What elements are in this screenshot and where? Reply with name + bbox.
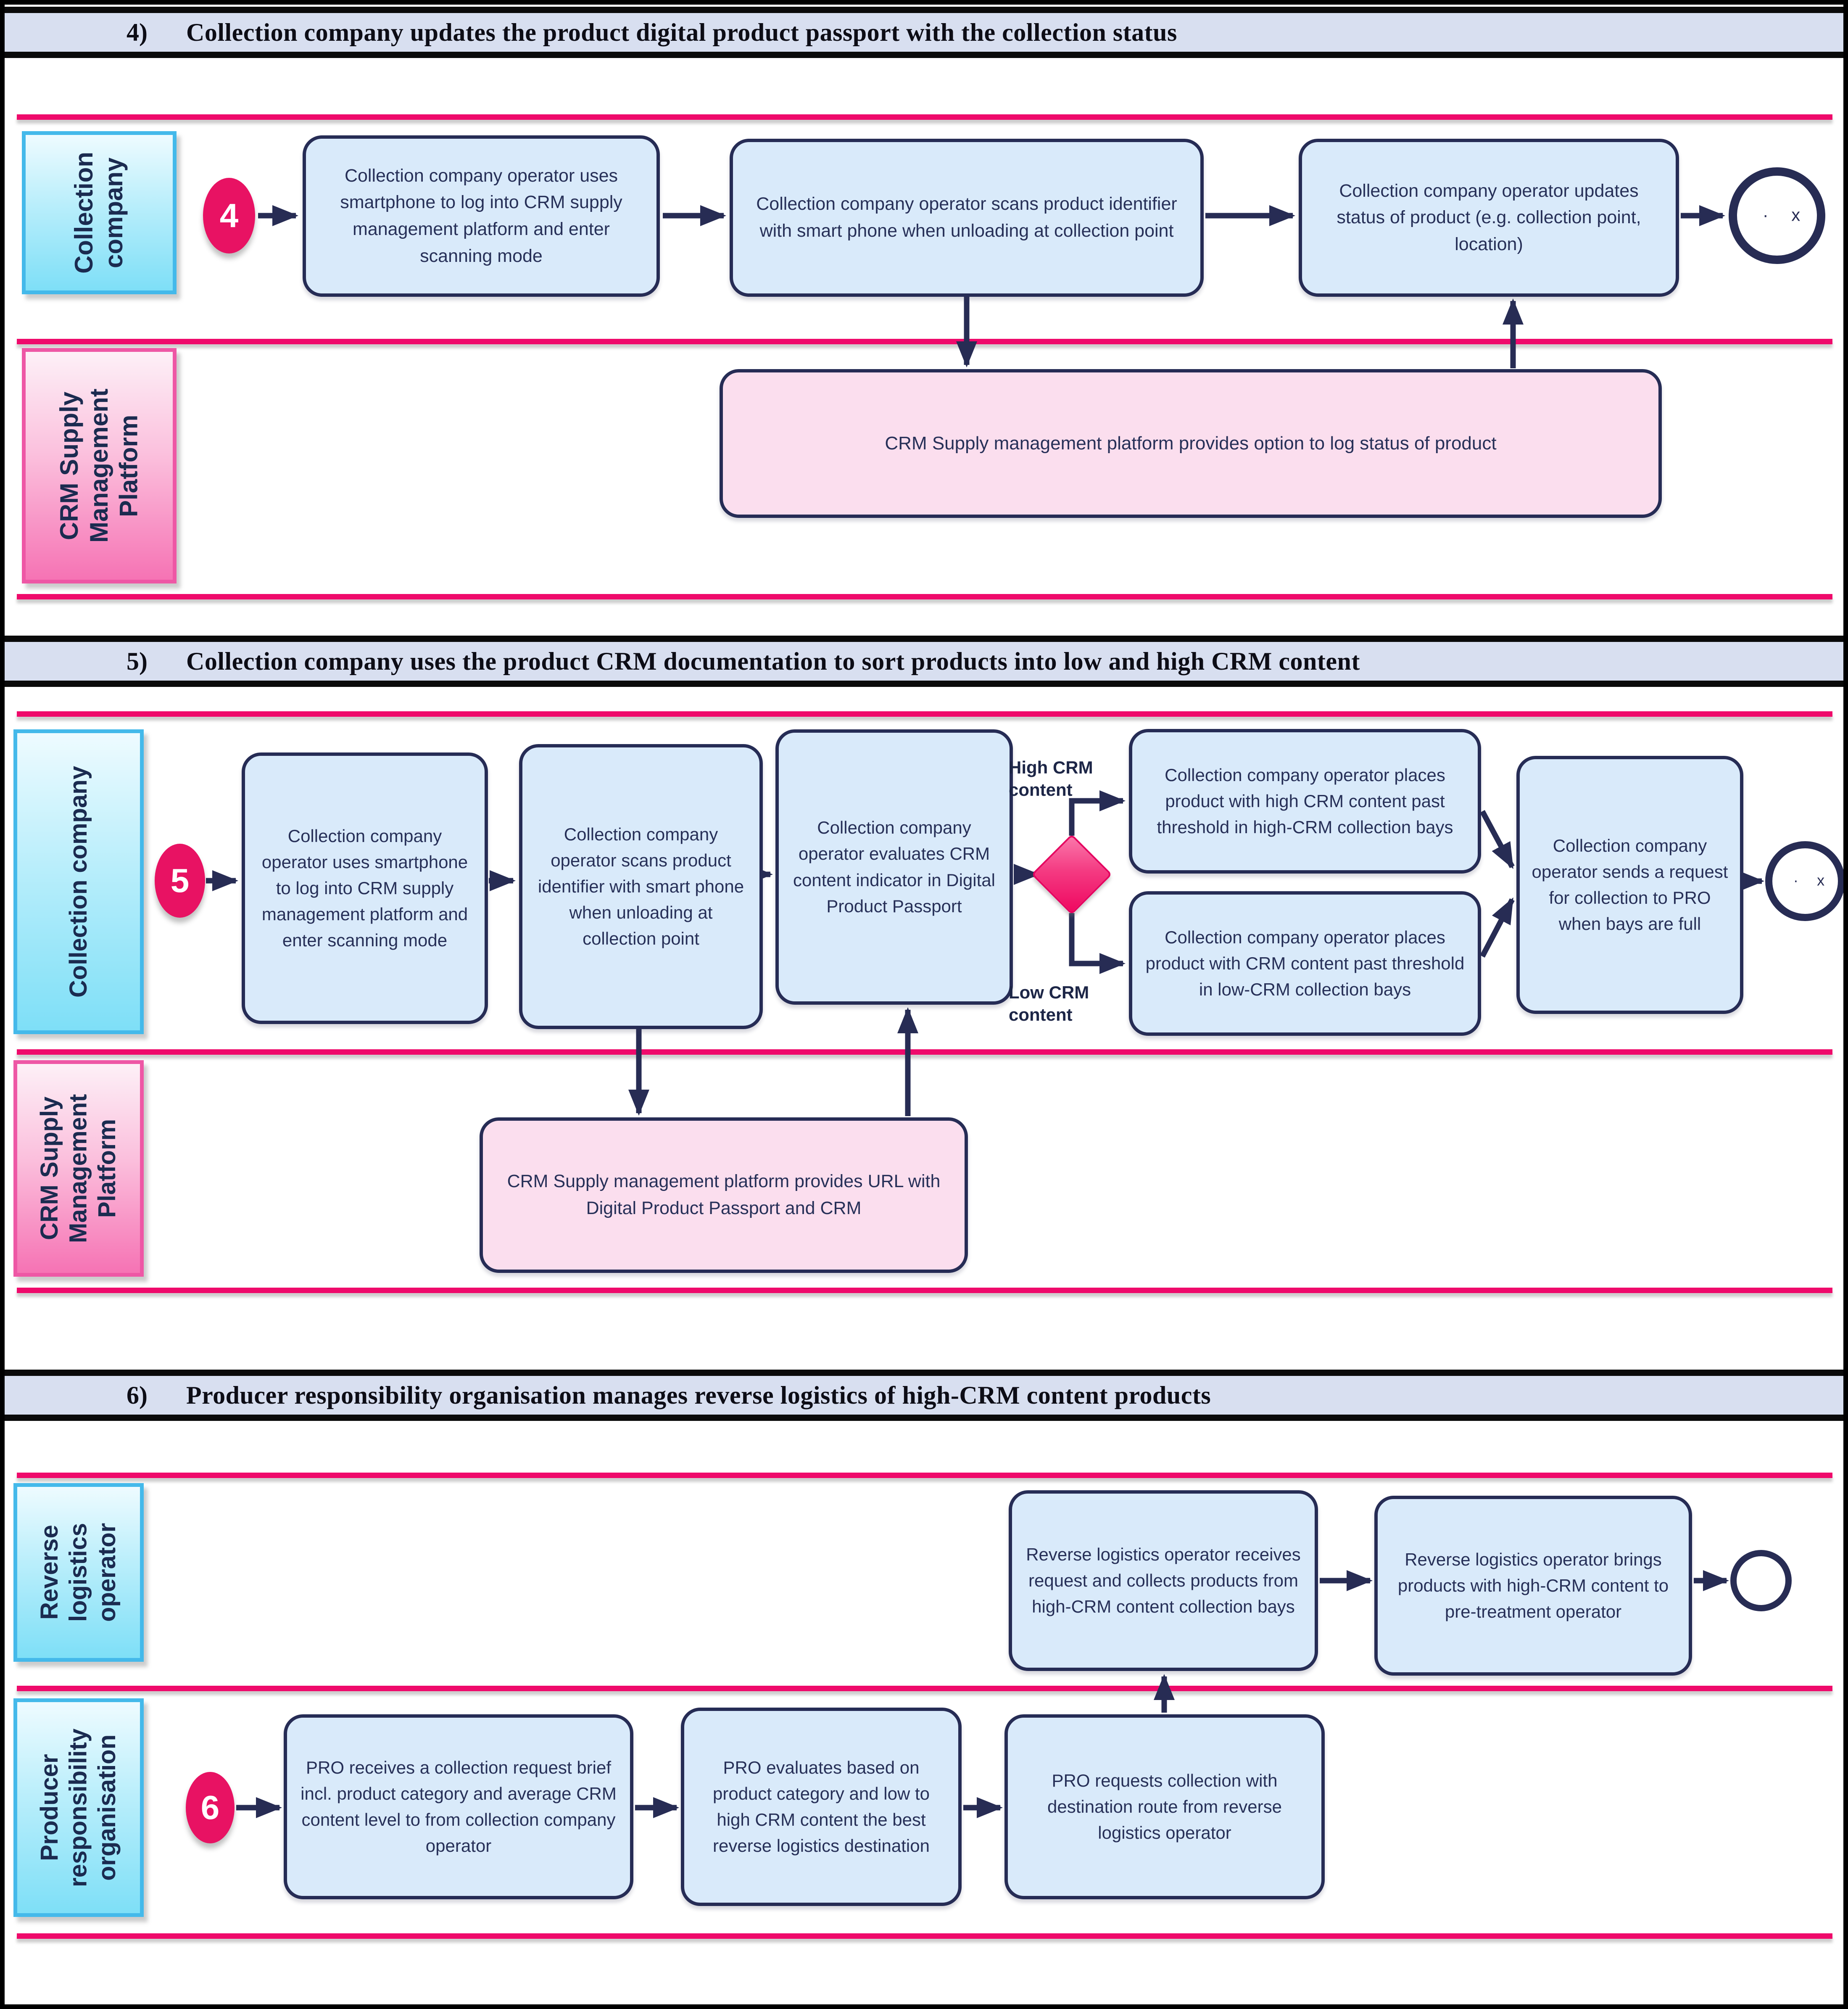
task-log-into-platform-s5: Collection company operator uses smartph… xyxy=(242,752,488,1024)
start-event-5: 5 xyxy=(155,844,205,918)
task-text: Collection company operator uses smartph… xyxy=(340,165,622,266)
end-event-x: x xyxy=(1817,871,1825,889)
task-text: Collection company operator places produ… xyxy=(1157,765,1453,837)
task-text: Collection company operator scans produc… xyxy=(538,824,744,949)
lane-separator xyxy=(17,114,1832,120)
lane-label-text: Collection company xyxy=(70,152,128,274)
lane-label-text: CRM Supply Management Platform xyxy=(36,1094,121,1243)
task-send-request-pro-s5: Collection company operator sends a requ… xyxy=(1516,756,1743,1014)
task-pro-evaluates-destination: PRO evaluates based on product category … xyxy=(681,1708,962,1906)
lane-label-text: Collection company xyxy=(64,766,92,998)
lane-separator xyxy=(17,1933,1832,1939)
lane-separator xyxy=(17,339,1832,344)
task-platform-provides-url-s5: CRM Supply management platform provides … xyxy=(480,1117,968,1273)
task-rl-receives-request: Reverse logistics operator receives requ… xyxy=(1009,1490,1318,1671)
lane-label-producer-responsibility-organisation: Producer responsibility organisation xyxy=(13,1698,144,1917)
lane-label-collection-company-s4: Collection company xyxy=(22,131,177,294)
task-text: CRM Supply management platform provides … xyxy=(507,1171,941,1218)
task-scan-identifier-s4: Collection company operator scans produc… xyxy=(730,139,1204,297)
lane-label-crm-platform-s4: CRM Supply Management Platform xyxy=(22,348,177,583)
lane-separator xyxy=(17,711,1832,717)
lane-separator xyxy=(17,1473,1832,1478)
task-place-high-crm-s5: Collection company operator places produ… xyxy=(1129,729,1481,874)
task-text: PRO evaluates based on product category … xyxy=(713,1757,930,1856)
task-update-status-s4: Collection company operator updates stat… xyxy=(1299,139,1679,297)
lane-label-text: Producer responsibility organisation xyxy=(36,1728,121,1887)
task-text: Collection company operator sends a requ… xyxy=(1532,835,1728,934)
task-text: CRM Supply management platform provides … xyxy=(885,433,1497,454)
task-scan-identifier-s5: Collection company operator scans produc… xyxy=(519,744,763,1029)
task-text: Reverse logistics operator receives requ… xyxy=(1026,1544,1301,1617)
section5-title: Collection company uses the product CRM … xyxy=(186,647,1360,675)
section4-number: 4) xyxy=(127,18,148,46)
end-event-s6 xyxy=(1730,1550,1792,1611)
lane-separator xyxy=(17,1686,1832,1691)
task-text: Collection company operator places produ… xyxy=(1145,927,1465,1000)
end-event-x: x xyxy=(1791,205,1801,225)
section6-title: Producer responsibility organisation man… xyxy=(186,1381,1211,1409)
lane-label-text: CRM Supply Management Platform xyxy=(55,388,143,543)
task-text: Collection company operator evaluates CR… xyxy=(793,818,995,916)
task-text: Collection company operator updates stat… xyxy=(1337,180,1641,254)
end-event-dot: · xyxy=(1793,871,1798,889)
task-platform-log-status-s4: CRM Supply management platform provides … xyxy=(720,369,1662,518)
section4-title-band: 4) Collection company updates the produc… xyxy=(5,7,1843,58)
start-event-number: 5 xyxy=(170,862,190,899)
task-evaluate-crm-indicator-s5: Collection company operator evaluates CR… xyxy=(775,729,1013,1005)
section5-title-band: 5) Collection company uses the product C… xyxy=(5,636,1843,687)
lane-separator xyxy=(17,594,1832,599)
lane-separator xyxy=(17,1288,1832,1293)
lane-label-reverse-logistics-operator: Reverse logistics operator xyxy=(13,1483,144,1662)
section6-title-band: 6) Producer responsibility organisation … xyxy=(5,1370,1843,1421)
task-log-into-platform-s4: Collection company operator uses smartph… xyxy=(303,135,660,297)
task-text: Collection company operator uses smartph… xyxy=(261,826,468,950)
section4-title: Collection company updates the product d… xyxy=(186,18,1177,46)
gateway-label-high: High CRM content xyxy=(1009,758,1093,800)
task-rl-brings-products: Reverse logistics operator brings produc… xyxy=(1374,1496,1692,1676)
lane-separator xyxy=(17,1049,1832,1055)
task-text: Collection company operator scans produc… xyxy=(756,194,1177,241)
start-event-4: 4 xyxy=(203,178,255,253)
section6-number: 6) xyxy=(127,1381,148,1409)
task-text: Reverse logistics operator brings produc… xyxy=(1397,1549,1669,1622)
task-text: PRO receives a collection request brief … xyxy=(301,1757,617,1856)
start-event-6: 6 xyxy=(186,1772,235,1843)
end-event-s4: · x xyxy=(1729,167,1825,264)
start-event-number: 6 xyxy=(200,1789,220,1826)
lane-label-collection-company-s5: Collection company xyxy=(13,729,144,1034)
task-pro-requests-collection: PRO requests collection with destination… xyxy=(1004,1714,1325,1899)
task-place-low-crm-s5: Collection company operator places produ… xyxy=(1129,891,1481,1036)
lane-label-text: Reverse logistics operator xyxy=(36,1523,121,1622)
gateway-label-low: Low CRM content xyxy=(1009,982,1089,1024)
end-event-s5: · x xyxy=(1765,841,1845,921)
end-event-dot: · xyxy=(1762,205,1769,225)
lane-label-crm-platform-s5: CRM Supply Management Platform xyxy=(13,1060,144,1277)
task-text: PRO requests collection with destination… xyxy=(1047,1770,1282,1843)
task-pro-receives-brief: PRO receives a collection request brief … xyxy=(284,1714,633,1899)
section5-number: 5) xyxy=(127,647,148,675)
start-event-number: 4 xyxy=(219,197,239,234)
